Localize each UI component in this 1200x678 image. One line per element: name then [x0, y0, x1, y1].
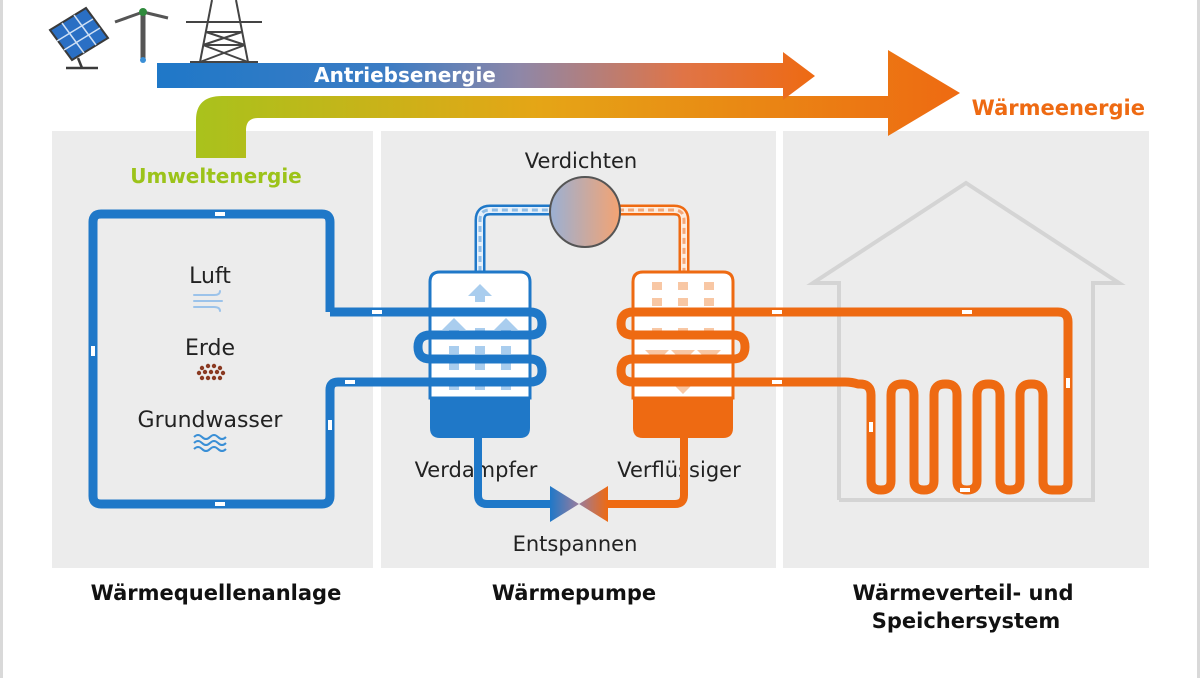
source-flow-markers [91, 212, 382, 506]
source-item-groundwater: Grundwasser [138, 408, 284, 433]
expand-label: Entspannen [513, 532, 638, 556]
water-icon [193, 434, 227, 452]
solar-panel-icon [48, 6, 110, 70]
house-outline [806, 180, 1126, 502]
drive-energy-arrow [157, 52, 815, 100]
heating-loop [790, 307, 1073, 495]
compress-label: Verdichten [525, 149, 637, 173]
wind-icon [193, 290, 223, 312]
drive-energy-label: Antriebsenergie [314, 63, 496, 87]
evaporator-coil [413, 307, 547, 387]
source-panel [52, 131, 373, 568]
heat-energy-label: Wärmeenergie [972, 96, 1145, 120]
distribution-caption-line1: Wärmeverteil- und [853, 581, 1074, 605]
right-border [1197, 0, 1200, 678]
pump-caption: Wärmepumpe [492, 581, 656, 605]
distribution-panel [783, 131, 1149, 568]
left-border [0, 0, 3, 678]
energy-flow-arrow [196, 50, 960, 158]
compressor-pipes [474, 204, 690, 272]
expansion-valve-icon [550, 486, 608, 522]
source-item-earth: Erde [185, 336, 235, 361]
distribution-caption-line2: Speichersystem [872, 609, 1060, 633]
expansion-pipes [474, 438, 688, 508]
wind-turbine-icon [114, 8, 169, 63]
compressor-icon [549, 176, 621, 248]
heating-flow-markers [772, 310, 1070, 492]
power-pylon-icon [186, 0, 262, 63]
source-item-air: Luft [189, 264, 231, 289]
condenser-label: Verflüssiger [617, 458, 741, 482]
source-caption: Wärmequellenanlage [91, 581, 342, 605]
soil-icon [196, 363, 226, 381]
condenser-coil [616, 307, 790, 387]
environment-energy-label: Umweltenergie [130, 164, 302, 188]
